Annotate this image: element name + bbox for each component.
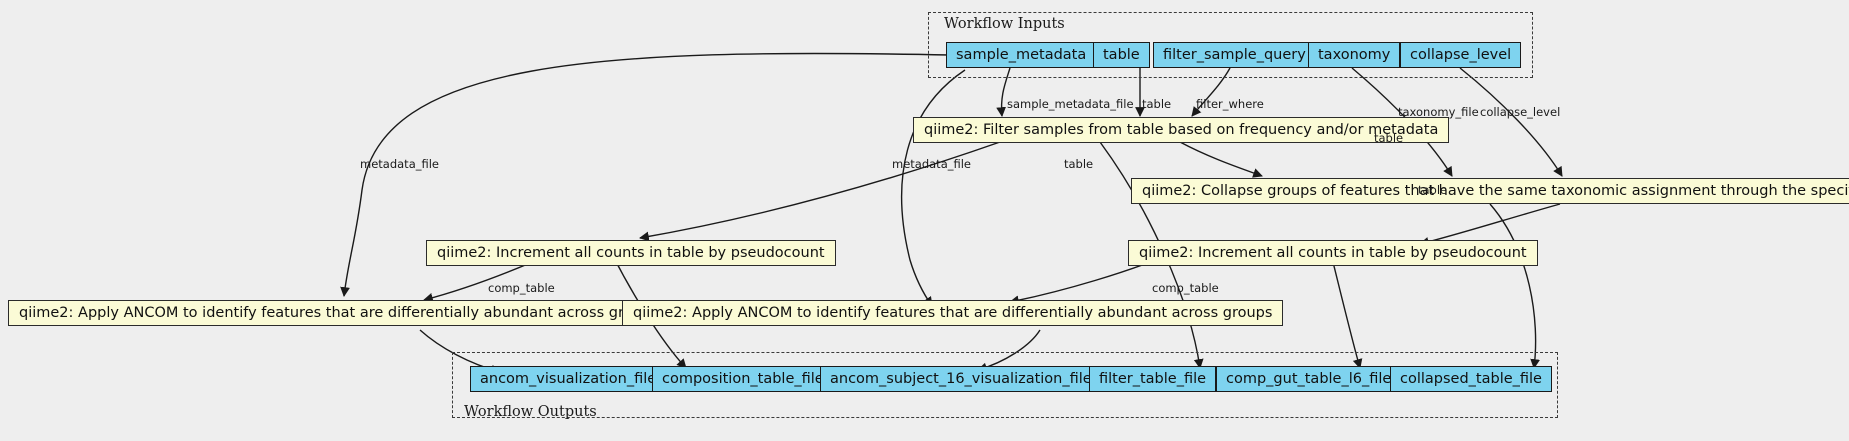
- workflow-inputs-cluster: [928, 12, 1533, 78]
- input-label-taxonomy: taxonomy: [1318, 46, 1391, 63]
- edge-label-sample-metadata-file: sample_metadata_file: [1007, 97, 1134, 111]
- output-node-ancom-subject-16-visualization-file[interactable]: ancom_subject_16_visualization_file: [820, 366, 1102, 392]
- edge-label-table-to-pseudocount-right: table: [1418, 183, 1448, 197]
- process-node-filter-samples[interactable]: qiime2: Filter samples from table based …: [913, 117, 1450, 143]
- edge-label-metadata-file-left: metadata_file: [360, 157, 440, 171]
- workflow-inputs-title: Workflow Inputs: [944, 16, 1065, 32]
- process-label-collapse-groups: qiime2: Collapse groups of features that…: [1142, 182, 1849, 199]
- input-node-collapse-level[interactable]: collapse_level: [1400, 42, 1522, 68]
- output-label-collapsed-table-file: collapsed_table_file: [1400, 370, 1542, 387]
- output-label-filter-table-file: filter_table_file: [1099, 370, 1207, 387]
- input-label-sample-metadata: sample_metadata: [956, 46, 1087, 63]
- process-node-pseudocount-right[interactable]: qiime2: Increment all counts in table by…: [1128, 240, 1538, 266]
- edge-label-table-filter: table: [1142, 97, 1172, 111]
- process-label-pseudocount-left: qiime2: Increment all counts in table by…: [437, 244, 825, 261]
- process-label-filter-samples: qiime2: Filter samples from table based …: [924, 121, 1439, 138]
- output-node-comp-gut-table-l6-file[interactable]: comp_gut_table_l6_file: [1216, 366, 1402, 392]
- process-node-pseudocount-left[interactable]: qiime2: Increment all counts in table by…: [426, 240, 836, 266]
- edge-label-filter-where: filter_where: [1196, 97, 1264, 111]
- input-node-table[interactable]: table: [1093, 42, 1150, 68]
- output-label-ancom-subject-16-visualization-file: ancom_subject_16_visualization_file: [830, 370, 1092, 387]
- edge-label-comp-table-left: comp_table: [488, 281, 555, 295]
- edge-label-table-to-collapse: table: [1374, 131, 1404, 145]
- edge-label-comp-table-right: comp_table: [1152, 281, 1219, 295]
- process-label-ancom-left: qiime2: Apply ANCOM to identify features…: [19, 304, 659, 321]
- input-node-taxonomy[interactable]: taxonomy: [1308, 42, 1401, 68]
- edge-label-table-to-pseudocount: table: [1064, 157, 1094, 171]
- output-node-ancom-visualization-file[interactable]: ancom_visualization_file: [470, 366, 667, 392]
- output-label-composition-table-file: composition_table_file: [662, 370, 824, 387]
- output-node-collapsed-table-file[interactable]: collapsed_table_file: [1390, 366, 1552, 392]
- input-node-sample-metadata[interactable]: sample_metadata: [946, 42, 1097, 68]
- process-node-ancom-right[interactable]: qiime2: Apply ANCOM to identify features…: [622, 300, 1284, 326]
- process-node-ancom-left[interactable]: qiime2: Apply ANCOM to identify features…: [8, 300, 670, 326]
- input-label-collapse-level: collapse_level: [1410, 46, 1512, 63]
- output-node-filter-table-file[interactable]: filter_table_file: [1089, 366, 1217, 392]
- input-label-filter-sample-query: filter_sample_query: [1163, 46, 1306, 63]
- input-label-table: table: [1103, 46, 1140, 63]
- output-label-comp-gut-table-l6-file: comp_gut_table_l6_file: [1226, 370, 1392, 387]
- output-label-ancom-visualization-file: ancom_visualization_file: [480, 370, 657, 387]
- edge-label-taxonomy-file: taxonomy_file: [1398, 105, 1479, 119]
- process-node-collapse-groups[interactable]: qiime2: Collapse groups of features that…: [1131, 178, 1849, 204]
- process-label-ancom-right: qiime2: Apply ANCOM to identify features…: [633, 304, 1273, 321]
- edge-label-metadata-file-mid: metadata_file: [892, 157, 972, 171]
- edge-label-collapse-level: collapse_level: [1480, 105, 1561, 119]
- process-label-pseudocount-right: qiime2: Increment all counts in table by…: [1139, 244, 1527, 261]
- workflow-outputs-title: Workflow Outputs: [464, 404, 597, 420]
- input-node-filter-sample-query[interactable]: filter_sample_query: [1153, 42, 1316, 68]
- output-node-composition-table-file[interactable]: composition_table_file: [652, 366, 834, 392]
- workflow-outputs-cluster: [452, 352, 1558, 418]
